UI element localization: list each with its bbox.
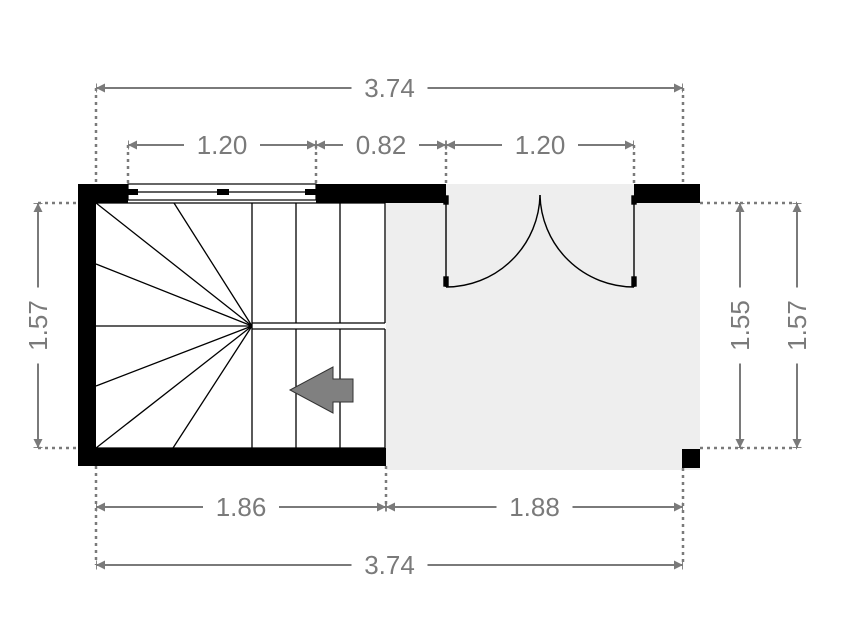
double-door	[443, 194, 637, 288]
dimension-right-inner-height-label: 1.55	[725, 300, 755, 351]
dimension-bottom-overall-label: 3.74	[364, 550, 415, 580]
dimension-top-door-label: 1.20	[515, 130, 566, 160]
dimension-right-outer-height-label: 1.57	[782, 300, 812, 351]
window	[127, 183, 317, 201]
staircase	[95, 202, 386, 449]
dimension-top-wall-segment-label: 0.82	[356, 130, 407, 160]
stair-direction-arrow-icon	[288, 366, 354, 414]
landing-floor	[386, 184, 700, 470]
dimension-bottom-landing-label: 1.88	[509, 492, 560, 522]
dimension-bottom-stair-label: 1.86	[216, 492, 267, 522]
dimension-top-overall-label: 3.74	[364, 73, 415, 103]
walls	[78, 184, 700, 468]
dimension-left-height-label: 1.57	[23, 300, 53, 351]
dimension-top-window-label: 1.20	[197, 130, 248, 160]
